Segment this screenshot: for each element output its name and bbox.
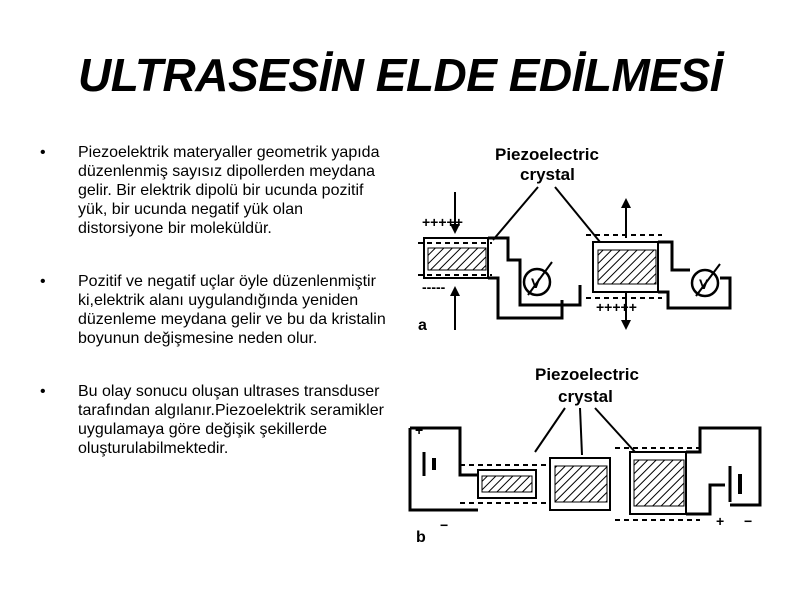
bullet-item: • Piezoelektrik materyaller geometrik ya… (40, 143, 390, 238)
crystal-core (633, 459, 685, 507)
plus-signs: +++++ (596, 299, 637, 315)
minus-signs: ----- (422, 279, 446, 295)
minus-sign: − (440, 517, 448, 533)
minus-sign: − (744, 513, 752, 529)
arrow-head (621, 320, 631, 330)
panel-a-label-2: crystal (520, 165, 575, 184)
pointer-line (534, 407, 566, 453)
wire (410, 426, 478, 477)
wire (658, 276, 732, 310)
plus-sign: + (716, 513, 724, 529)
bullet-list: • Piezoelektrik materyaller geometrik ya… (40, 143, 390, 458)
arrow-head (450, 286, 460, 296)
wire (658, 240, 690, 272)
piezo-figure-svg: Piezoelectric crystal +++++ ----- V (408, 145, 762, 546)
wire (686, 483, 725, 516)
bullet-dot: • (40, 383, 46, 400)
pointer-line (579, 407, 583, 456)
panel-a-label-1: Piezoelectric (495, 145, 599, 164)
bullet-text: Bu olay sonucu oluşan ultrases transduse… (78, 383, 384, 457)
panel-a-letter: a (418, 317, 427, 334)
crystal-core (427, 247, 487, 271)
piezoelectric-diagram: Piezoelectric crystal +++++ ----- V (400, 130, 770, 550)
wire (686, 426, 762, 507)
crystal-core (597, 249, 657, 285)
panel-b-letter: b (416, 529, 426, 546)
pointer-line (554, 186, 601, 243)
panel-b-label-2: crystal (558, 387, 613, 406)
arrow-head (621, 198, 631, 208)
arrow-head (450, 224, 460, 234)
bullet-dot: • (40, 273, 46, 290)
meter-needle (527, 261, 553, 296)
bullet-text: Pozitif ve negatif uçlar öyle düzenlenmi… (78, 273, 386, 347)
bullet-text: Piezoelektrik materyaller geometrik yapı… (78, 144, 380, 237)
pointer-line (594, 407, 636, 453)
panel-b: Piezoelectric crystal − + (408, 365, 762, 546)
panel-b-label-1: Piezoelectric (535, 365, 639, 384)
wire (488, 276, 564, 320)
crystal-core (554, 465, 608, 503)
plus-sign: + (415, 422, 423, 438)
wire (488, 236, 582, 307)
pointer-line (492, 186, 539, 241)
bullet-dot: • (40, 144, 46, 161)
bullet-item: • Bu olay sonucu oluşan ultrases transdu… (40, 382, 390, 458)
slide-title: ULTRASESİN ELDE EDİLMESİ (78, 49, 722, 101)
meter-needle (695, 263, 721, 297)
bullet-item: • Pozitif ve negatif uçlar öyle düzenlen… (40, 272, 390, 348)
crystal-core (481, 475, 533, 493)
panel-a: Piezoelectric crystal +++++ ----- V (418, 145, 732, 334)
wire (408, 428, 460, 512)
